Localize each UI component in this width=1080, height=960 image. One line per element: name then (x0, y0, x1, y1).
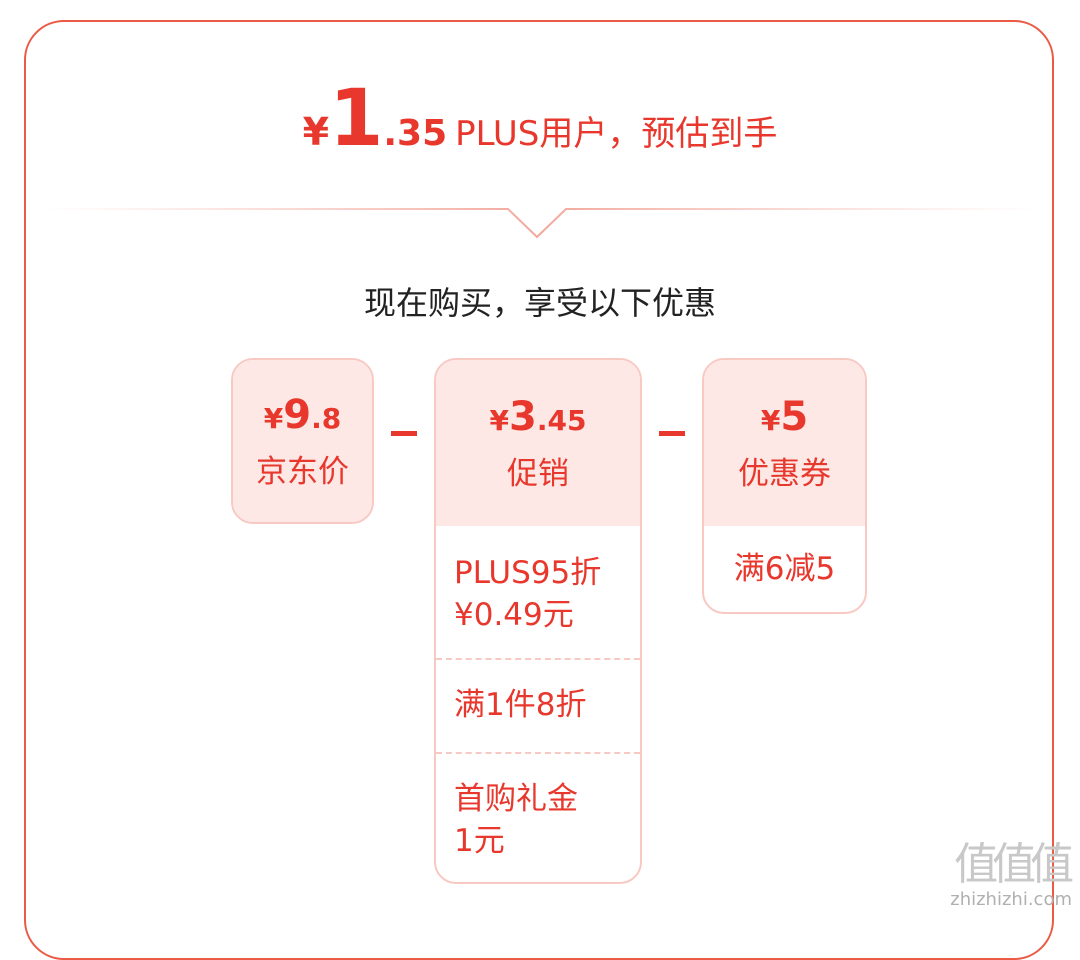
promo-integer: 3 (509, 393, 537, 440)
promo-item-line: 满1件8折 (454, 687, 587, 723)
coupon-box: ¥5 优惠券 满6减5 (702, 358, 867, 614)
promo-currency: ¥ (489, 403, 510, 437)
promo-item-line: PLUS95折 (454, 555, 602, 591)
promo-label: 促销 (507, 455, 569, 492)
promo-item: PLUS95折 ¥0.49元 (436, 526, 640, 658)
promo-decimal: .45 (536, 403, 587, 437)
coupon-item-line: 满6减5 (733, 551, 836, 587)
promo-amount: ¥3.45 (490, 397, 587, 437)
minus-sign (391, 431, 417, 436)
promo-header: ¥3.45 促销 (436, 360, 640, 526)
promo-box: ¥3.45 促销 PLUS95折 ¥0.49元 满1件8折 首购礼金 1元 (434, 358, 642, 884)
jd-price-currency: ¥ (263, 401, 284, 435)
headline-price-decimal: .35 (383, 113, 448, 154)
headline-price-integer: 1 (329, 74, 384, 164)
headline-label: PLUS用户，预估到手 (455, 114, 778, 154)
coupon-item: 满6减5 (704, 526, 865, 590)
watermark-logo: 值值值 (954, 839, 1074, 890)
offers-subtitle: 现在购买，享受以下优惠 (363, 284, 716, 322)
promo-item: 满1件8折 (436, 658, 640, 752)
coupon-amount: ¥5 (761, 397, 808, 437)
jd-price-decimal: .8 (311, 401, 342, 435)
jd-price-amount: ¥9.8 (264, 395, 341, 435)
divider-with-notch (40, 208, 1040, 239)
jd-price-box: ¥9.8 京东价 (231, 358, 374, 524)
jd-price-label: 京东价 (256, 453, 349, 490)
promo-item-line: ¥0.49元 (454, 597, 574, 633)
promo-item-line: 首购礼金 (454, 781, 578, 817)
promo-item-line: 1元 (454, 823, 505, 859)
coupon-label: 优惠券 (738, 455, 831, 492)
jd-price-integer: 9 (283, 391, 312, 438)
coupon-header: ¥5 优惠券 (704, 360, 865, 526)
coupon-integer: 5 (780, 393, 809, 440)
jd-price-header: ¥9.8 京东价 (233, 360, 372, 522)
promo-item: 首购礼金 1元 (436, 752, 640, 882)
headline-currency: ¥ (302, 110, 330, 154)
watermark: 值值值 zhizhizhi.com (950, 839, 1074, 910)
coupon-currency: ¥ (760, 403, 781, 437)
minus-sign (659, 431, 685, 436)
watermark-site: zhizhizhi.com (950, 889, 1072, 910)
